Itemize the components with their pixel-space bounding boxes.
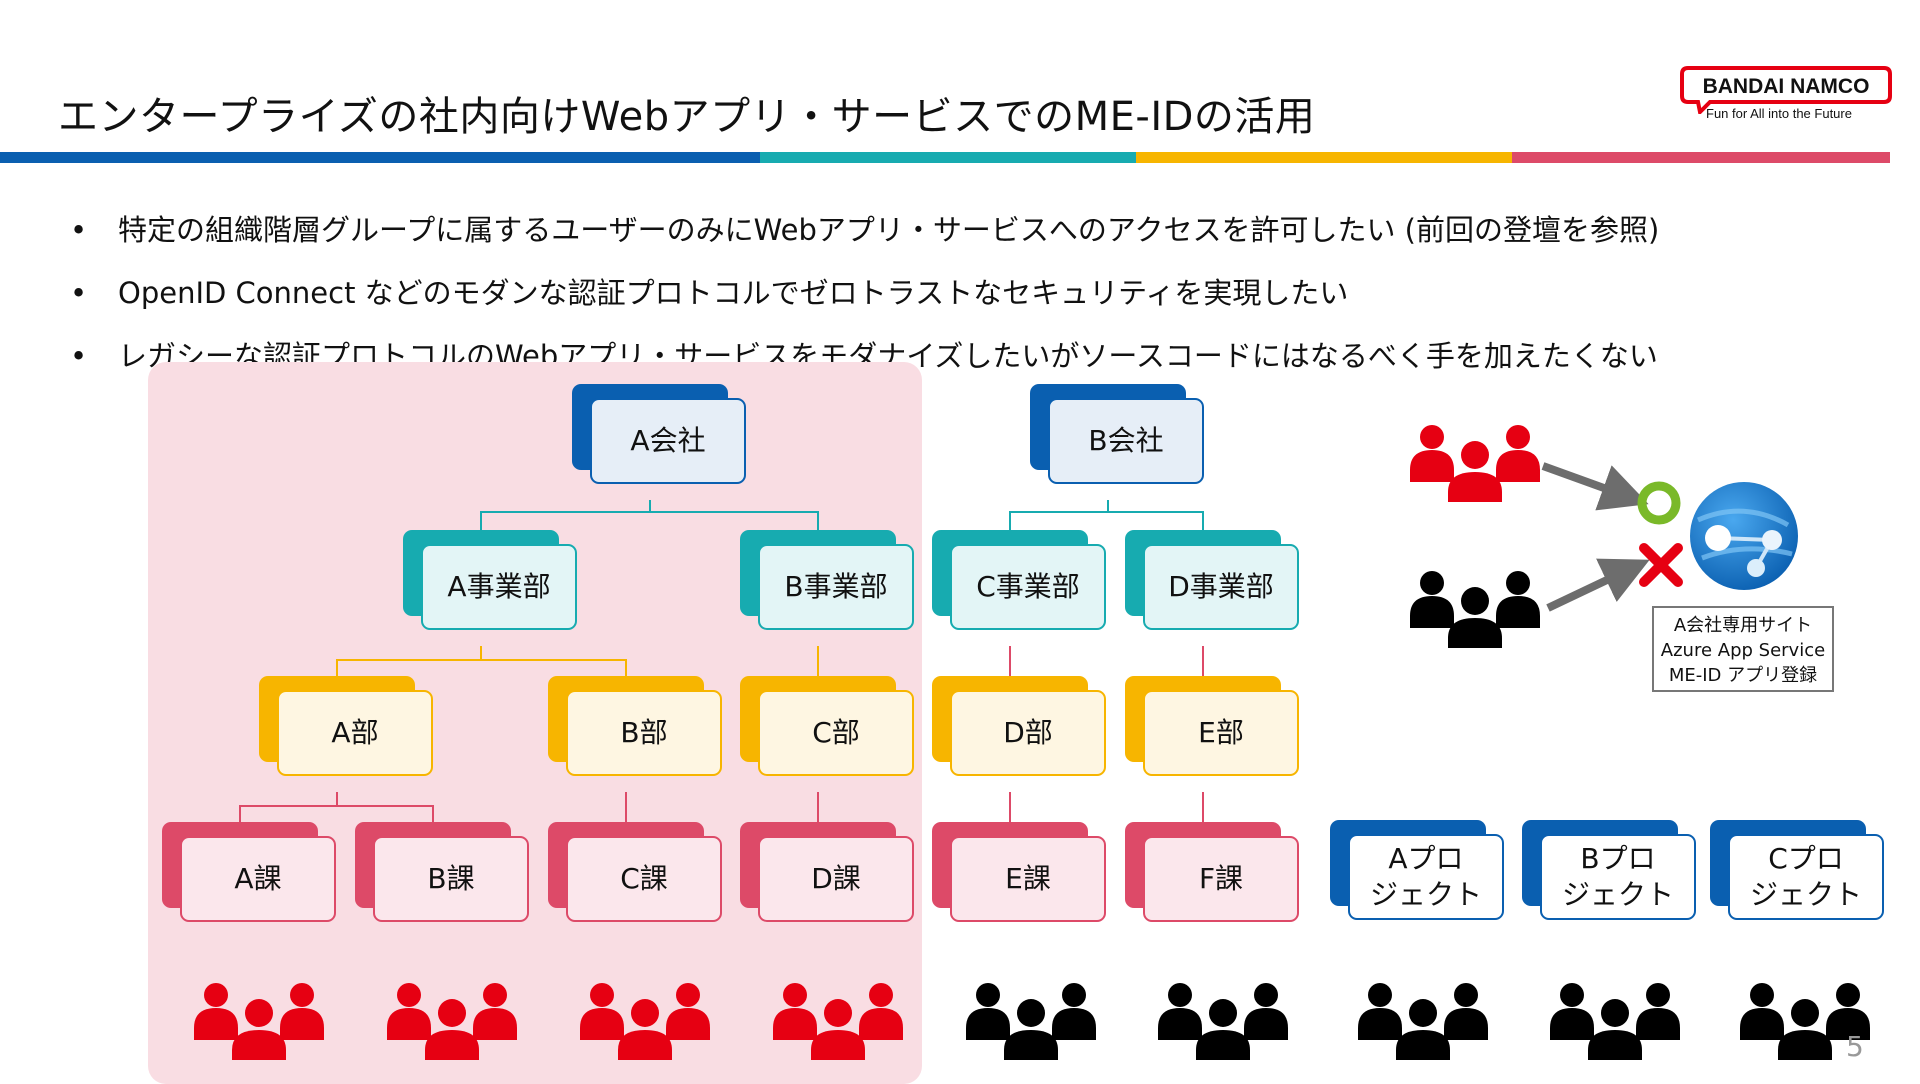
stripe-yellow [1136, 152, 1512, 163]
node-e-department: E部 [1125, 676, 1301, 776]
bullet-1: •特定の組織階層グループに属するユーザーのみにWebアプリ・サービスへのアクセス… [70, 213, 1660, 247]
page-number: 5 [1846, 1030, 1864, 1063]
node-a-section: A課 [162, 822, 338, 922]
node-f-section: F課 [1125, 822, 1301, 922]
node-d-division: D事業部 [1125, 530, 1301, 630]
stripe-blue [0, 152, 760, 163]
azure-app-service-icon [1690, 482, 1798, 590]
node-a-division: A事業部 [403, 530, 579, 630]
slide-title: エンタープライズの社内向けWebアプリ・サービスでのME-IDの活用 [58, 94, 1316, 140]
node-a-company: A会社 [572, 384, 748, 484]
node-b-company: B会社 [1030, 384, 1206, 484]
stripe-teal [760, 152, 1136, 163]
node-b-section: B課 [355, 822, 531, 922]
node-c-section: C課 [548, 822, 724, 922]
app-registration-label: A会社専用サイト Azure App Service ME-ID アプリ登録 [1652, 606, 1834, 692]
allowed-circle-icon [1637, 481, 1681, 525]
bullet-2: •OpenID Connect などのモダンな認証プロトコルでゼロトラストなセキ… [70, 276, 1349, 310]
node-b-department: B部 [548, 676, 724, 776]
node-c-project: Cプロジェクト [1710, 820, 1886, 920]
node-c-division: C事業部 [932, 530, 1108, 630]
bandai-namco-logo: BANDAI NAMCO Fun for All into the Future [1680, 66, 1892, 121]
node-c-department: C部 [740, 676, 916, 776]
logo-tagline: Fun for All into the Future [1706, 106, 1852, 121]
node-a-project: Aプロジェクト [1330, 820, 1506, 920]
node-d-department: D部 [932, 676, 1108, 776]
stripe-red [1512, 152, 1890, 163]
logo-brand: BANDAI NAMCO [1703, 75, 1870, 98]
node-b-division: B事業部 [740, 530, 916, 630]
node-a-department: A部 [259, 676, 435, 776]
node-b-project: Bプロジェクト [1522, 820, 1698, 920]
node-e-section: E課 [932, 822, 1108, 922]
node-d-section: D課 [740, 822, 916, 922]
denied-x-icon [1639, 543, 1683, 587]
